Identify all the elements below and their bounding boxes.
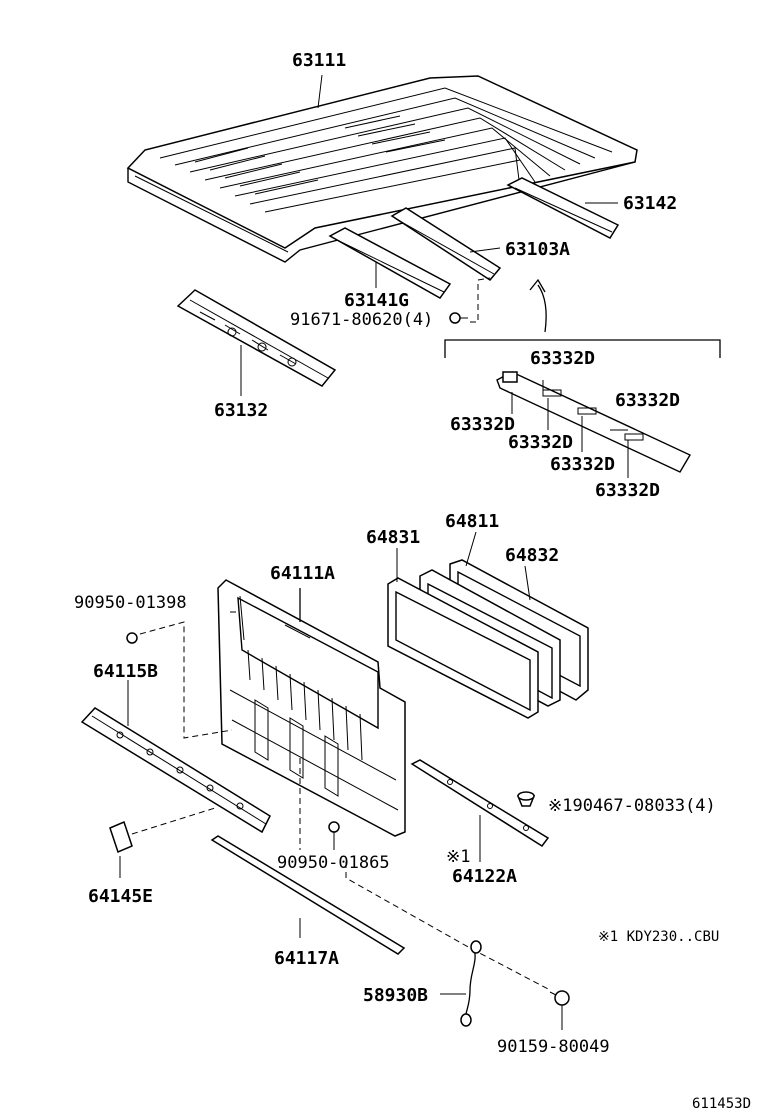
panel-leaders [299,758,551,991]
label-63142: 63142 [623,193,677,214]
clip-90950-01865 [328,821,340,850]
label-63332D-mid: 63332D [508,432,573,453]
roof-leaders [240,74,618,396]
back-panel-64111A [217,579,406,837]
back-window-parts [387,531,589,719]
roof-bow-63103A [390,207,502,281]
label-64111A: 64111A [270,563,335,584]
label-64831: 64831 [366,527,420,548]
label-64145E: 64145E [88,886,153,907]
label-58930B: 58930B [363,985,428,1006]
rail-64122A [410,759,550,862]
label-63332D-top: 63332D [530,348,595,369]
clip-190467 [516,791,536,807]
label-63332D-bottom: 63332D [595,480,660,501]
label-63103A: 63103A [505,239,570,260]
roof-bow-63141G [328,227,452,299]
label-63141G: 63141G [344,290,409,311]
label-note-kdy230: ※1 KDY230..CBU [598,929,719,945]
label-64115B: 64115B [93,661,158,682]
roof-bow-63142 [506,177,620,239]
clip-90950-01398 [126,621,233,739]
label-63332D-right: 63332D [615,390,680,411]
label-63332D-lower: 63332D [550,454,615,475]
bolt-91671 [449,312,468,324]
label-63332D-left: 63332D [450,414,515,435]
diagram-code: 611453D [692,1096,751,1112]
bracket-64145E [109,807,216,878]
label-64122A: 64122A [452,866,517,887]
label-90950-01865: 90950-01865 [277,853,390,873]
label-64811: 64811 [445,511,499,532]
label-91671-80620: 91671-80620(4) [290,310,433,330]
label-63132: 63132 [214,400,268,421]
rail-64115B [80,680,271,834]
label-mark-1: ※1 [446,847,470,867]
label-64832: 64832 [505,545,559,566]
cable-58930B [440,940,482,1027]
label-64117A: 64117A [274,948,339,969]
label-63111: 63111 [292,50,346,71]
label-90159-80049: 90159-80049 [497,1037,610,1057]
label-90950-01398: 90950-01398 [74,593,187,613]
detail-inset [444,339,721,478]
screw-90159 [549,990,570,1030]
roof-panel [126,75,638,263]
header-panel-63132 [176,289,337,387]
label-190467-08033: ※190467-08033(4) [548,796,716,816]
strip-64117A [210,835,406,955]
